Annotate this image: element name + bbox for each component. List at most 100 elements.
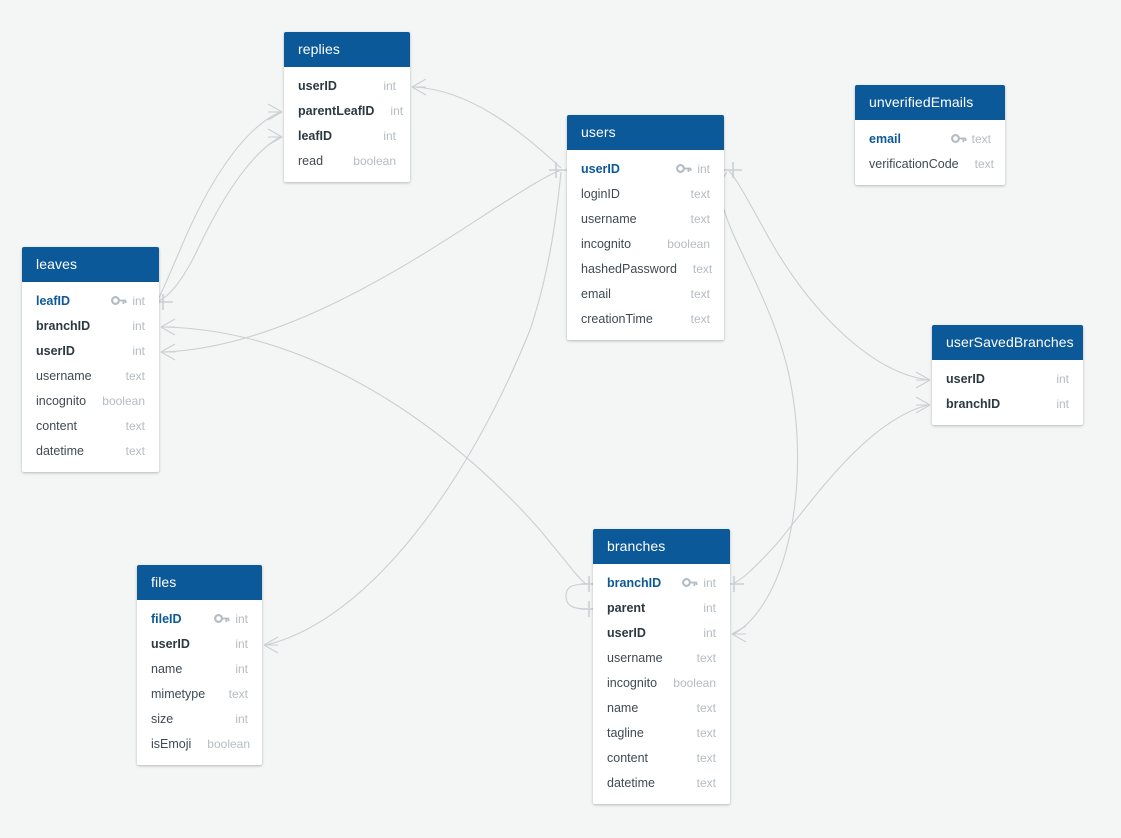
- field-name: creationTime: [581, 311, 653, 326]
- field-row[interactable]: isEmoji boolean: [137, 731, 262, 756]
- field-row[interactable]: loginID text: [567, 181, 724, 206]
- field-row[interactable]: userID int: [284, 73, 410, 98]
- table-fields-usersavedbranches: userID int branchID int: [932, 360, 1083, 425]
- field-type: text: [692, 261, 713, 276]
- field-type: int: [703, 625, 716, 640]
- table-fields-leaves: leafID int branchID int userID int usern…: [22, 282, 159, 472]
- field-row[interactable]: leafID int: [284, 123, 410, 148]
- table-card-users[interactable]: users userID int loginID text username t…: [567, 115, 724, 340]
- field-row[interactable]: hashedPassword text: [567, 256, 724, 281]
- field-row[interactable]: incognito boolean: [567, 231, 724, 256]
- field-row[interactable]: datetime text: [22, 438, 159, 463]
- field-row[interactable]: userID int: [567, 156, 724, 181]
- field-name: branchID: [36, 318, 91, 333]
- crow-branches-userid: [731, 625, 747, 643]
- field-row[interactable]: creationTime text: [567, 306, 724, 331]
- field-row[interactable]: userID int: [22, 338, 159, 363]
- field-type: text: [690, 311, 710, 326]
- table-card-files[interactable]: files fileID int userID int name int mim…: [137, 565, 262, 765]
- table-fields-branches: branchID int parent int userID int usern…: [593, 564, 730, 804]
- field-row[interactable]: username text: [567, 206, 724, 231]
- table-card-replies[interactable]: replies userID int parentLeafID int leaf…: [284, 32, 410, 182]
- field-row[interactable]: username text: [22, 363, 159, 388]
- field-type: boolean: [667, 236, 710, 251]
- field-type: text: [974, 156, 994, 171]
- table-card-usersavedbranches[interactable]: userSavedBranches userID int branchID in…: [932, 325, 1083, 425]
- field-name: datetime: [607, 775, 655, 790]
- field-row[interactable]: verificationCode text: [855, 151, 1005, 176]
- field-row[interactable]: name int: [137, 656, 262, 681]
- field-row[interactable]: name text: [593, 695, 730, 720]
- field-row[interactable]: incognito boolean: [22, 388, 159, 413]
- table-card-unverifiedemails[interactable]: unverifiedEmails email text verification…: [855, 85, 1005, 185]
- primary-key-icon: [950, 133, 967, 145]
- field-name: name: [151, 661, 183, 676]
- field-name: content: [36, 418, 78, 433]
- field-name: leafID: [298, 128, 333, 143]
- table-fields-files: fileID int userID int name int mimetype …: [137, 600, 262, 765]
- crow-replies-parentleafid: [267, 103, 283, 121]
- field-type: int: [390, 103, 404, 118]
- table-title-usersavedbranches: userSavedBranches: [932, 325, 1083, 360]
- table-fields-unverifiedemails: email text verificationCode text: [855, 120, 1005, 185]
- edge-files-userid-users: [265, 171, 562, 646]
- field-name: mimetype: [151, 686, 206, 701]
- field-name: tagline: [607, 725, 644, 740]
- field-row[interactable]: datetime text: [593, 770, 730, 795]
- edge-replies-userid-users: [413, 86, 562, 169]
- field-row[interactable]: read boolean: [284, 148, 410, 173]
- field-name: read: [298, 153, 324, 168]
- field-row[interactable]: incognito boolean: [593, 670, 730, 695]
- field-name: incognito: [36, 393, 87, 408]
- field-row[interactable]: branchID int: [22, 313, 159, 338]
- field-name: userID: [607, 625, 646, 640]
- field-row[interactable]: content text: [22, 413, 159, 438]
- field-row[interactable]: parentLeafID int: [284, 98, 410, 123]
- field-name: fileID: [151, 611, 182, 626]
- field-name: userID: [151, 636, 190, 651]
- table-fields-replies: userID int parentLeafID int leafID int r…: [284, 67, 410, 182]
- field-row[interactable]: userID int: [593, 620, 730, 645]
- table-card-leaves[interactable]: leaves leafID int branchID int userID in…: [22, 247, 159, 472]
- edge-leaves-branchid-branches: [162, 326, 587, 585]
- cardinality-many-markers: [160, 78, 931, 654]
- field-type: boolean: [673, 675, 716, 690]
- field-name: incognito: [581, 236, 632, 251]
- field-row[interactable]: parent int: [593, 595, 730, 620]
- crow-usb-branchid: [915, 396, 931, 414]
- field-name: loginID: [581, 186, 620, 201]
- field-row[interactable]: tagline text: [593, 720, 730, 745]
- field-row[interactable]: branchID int: [932, 391, 1083, 416]
- field-row[interactable]: email text: [855, 126, 1005, 151]
- field-type: text: [696, 750, 716, 765]
- table-card-branches[interactable]: branches branchID int parent int userID …: [593, 529, 730, 804]
- field-row[interactable]: mimetype text: [137, 681, 262, 706]
- field-row[interactable]: size int: [137, 706, 262, 731]
- field-row[interactable]: email text: [567, 281, 724, 306]
- field-name: leafID: [36, 293, 71, 308]
- field-name: datetime: [36, 443, 84, 458]
- primary-key-icon: [682, 577, 698, 589]
- field-row[interactable]: userID int: [137, 631, 262, 656]
- field-row[interactable]: content text: [593, 745, 730, 770]
- field-type: text: [696, 650, 716, 665]
- edge-branches-parent-self: [565, 583, 589, 610]
- field-type: text: [696, 700, 716, 715]
- field-row[interactable]: username text: [593, 645, 730, 670]
- field-type: int: [383, 128, 396, 143]
- field-name: username: [581, 211, 637, 226]
- field-type: text: [696, 725, 716, 740]
- field-type: text: [690, 286, 710, 301]
- table-title-branches: branches: [593, 529, 730, 564]
- field-type: text: [125, 368, 145, 383]
- field-row[interactable]: branchID int: [593, 570, 730, 595]
- field-row[interactable]: leafID int: [22, 288, 159, 313]
- field-row[interactable]: fileID int: [137, 606, 262, 631]
- one-marker-users-right: [724, 162, 742, 178]
- field-row[interactable]: userID int: [932, 366, 1083, 391]
- field-name: branchID: [607, 575, 662, 590]
- primary-key-icon: [214, 613, 230, 625]
- crow-leaves-branchid: [160, 318, 176, 336]
- table-title-files: files: [137, 565, 262, 600]
